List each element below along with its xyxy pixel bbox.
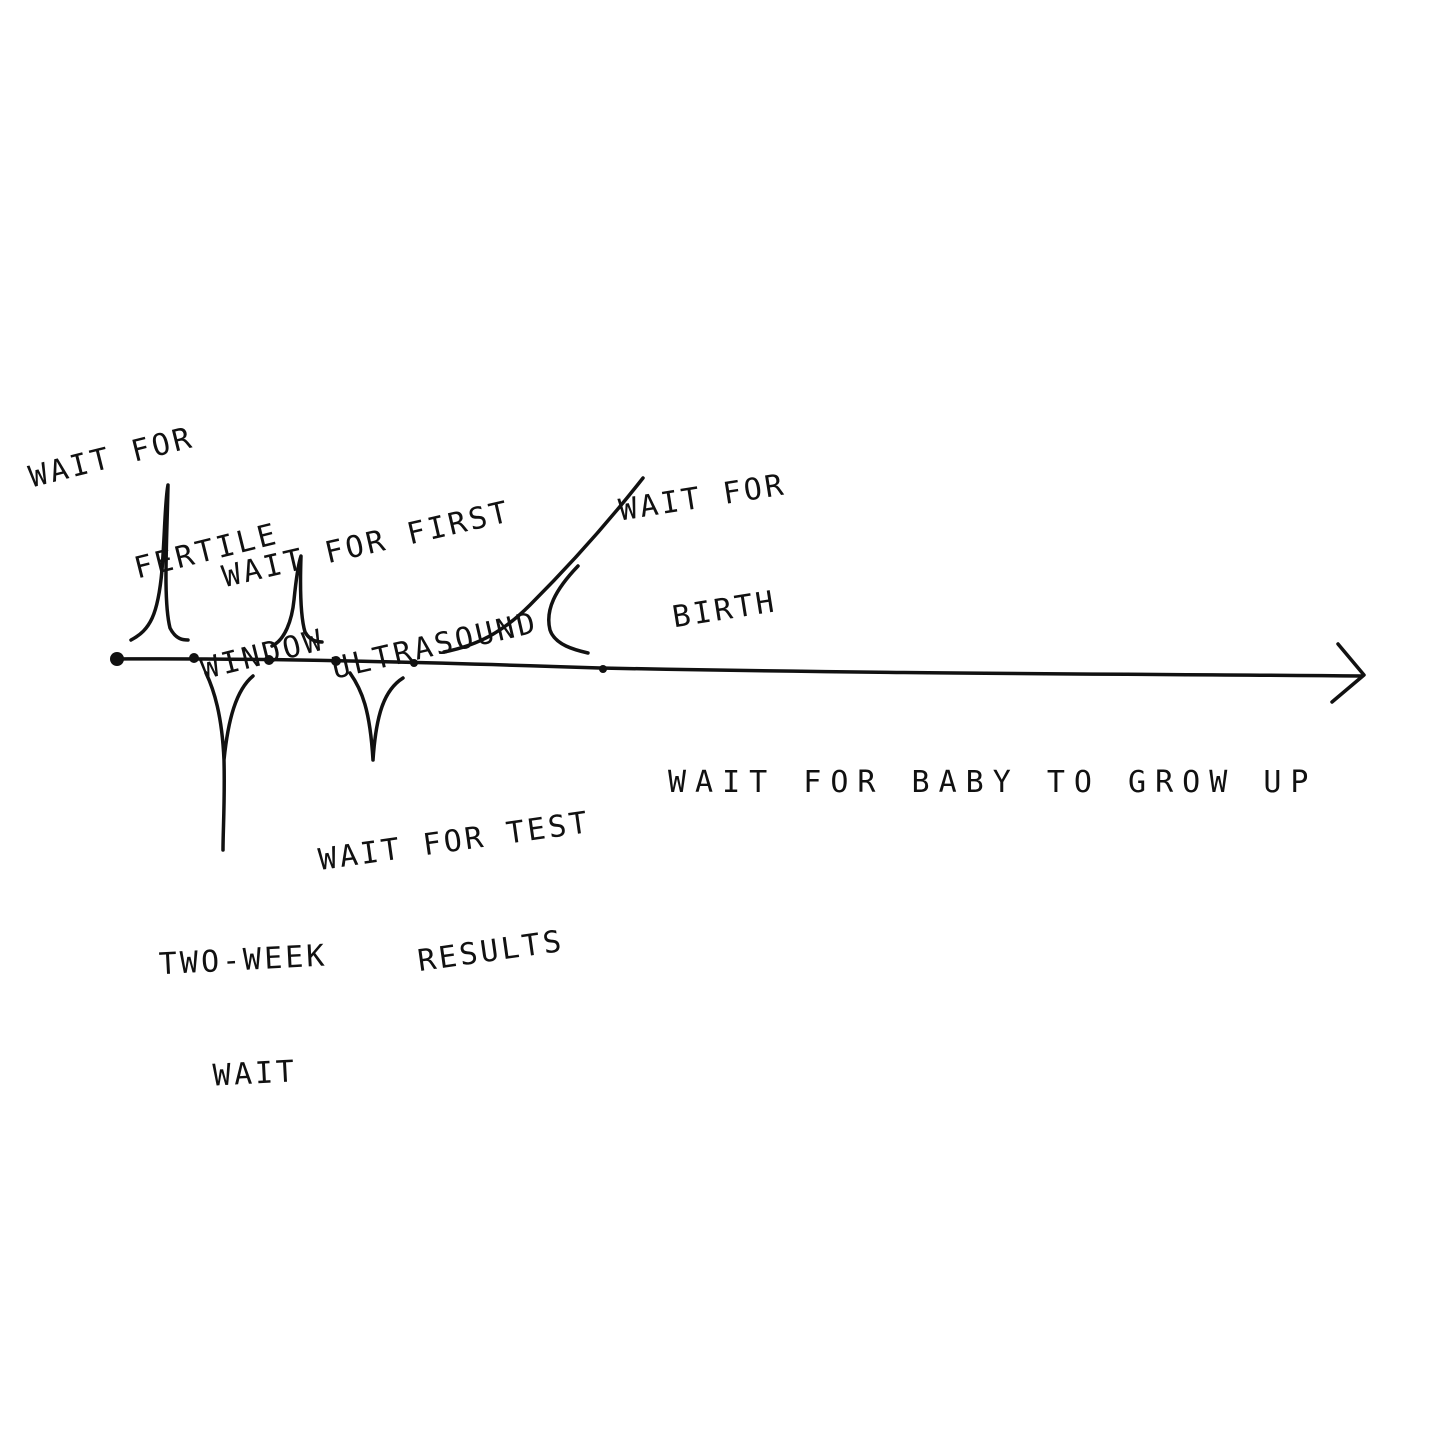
label-line: WAIT FOR TEST	[316, 805, 593, 878]
label-line: TWO-WEEK	[158, 938, 329, 983]
timeline-axis	[114, 657, 1364, 678]
label-line: WAIT FOR	[616, 467, 789, 529]
bracket-birth	[442, 476, 645, 655]
label-test-results: WAIT FOR TEST RESULTS	[306, 729, 619, 1068]
label-line: ULTRASOUND	[328, 605, 542, 687]
bracket-fertile-window	[129, 483, 190, 642]
milestone-dot	[599, 665, 607, 673]
label-line: WAIT FOR BABY TO GROW UP	[668, 765, 1318, 800]
bracket-two-week-wait	[204, 671, 255, 852]
timeline-arrowhead	[1330, 642, 1366, 704]
milestone-dot	[110, 652, 124, 666]
milestone-dot	[331, 656, 341, 666]
label-line: RESULTS	[415, 923, 567, 980]
milestone-dot	[410, 659, 418, 667]
milestone-dot	[264, 655, 274, 665]
label-grow-up: WAIT FOR BABY TO GROW UP	[668, 688, 1317, 878]
label-line: BIRTH	[669, 584, 780, 636]
label-line: WAIT FOR FIRST	[218, 494, 515, 595]
bracket-test-results	[348, 671, 405, 762]
label-two-week-wait: TWO-WEEK WAIT	[154, 862, 338, 1174]
label-line: WAIT	[212, 1054, 298, 1094]
bracket-first-ultrasound	[270, 554, 324, 648]
milestone-dot	[189, 653, 199, 663]
